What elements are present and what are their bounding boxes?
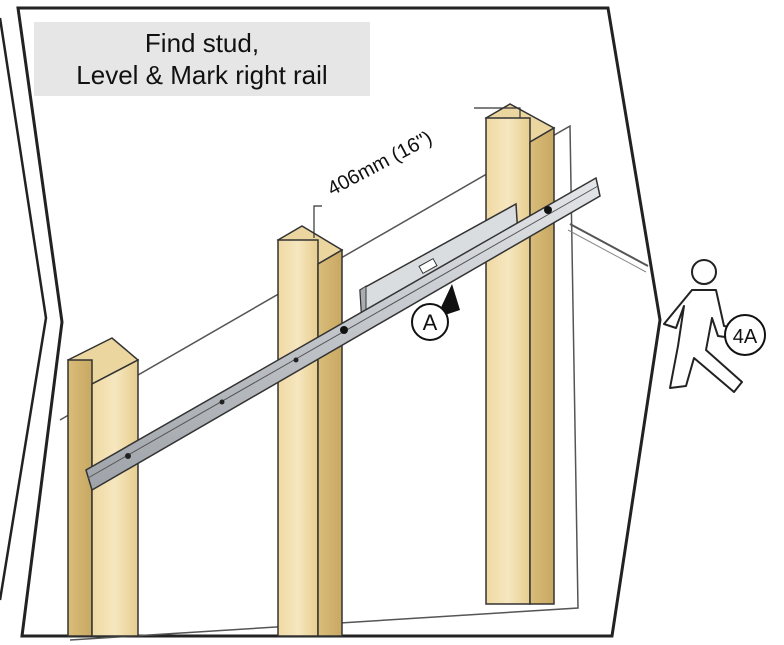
callout-a-label: A [423, 310, 438, 335]
instruction-line-2: Level & Mark right rail [76, 60, 328, 90]
rail-extension-line [569, 223, 649, 267]
mounting-rail [85, 176, 601, 492]
stud-middle [276, 225, 344, 637]
instruction-line-1: Find stud, [144, 28, 260, 58]
stud-right [484, 103, 556, 605]
callout-a-circle [411, 303, 449, 341]
stud-left [66, 337, 140, 637]
left-chevron-line [0, 17, 48, 601]
instruction-banner: Find stud, Level & Mark right rail [34, 22, 370, 96]
dimension-line [313, 107, 521, 238]
callout-4a-label: 4A [733, 326, 758, 348]
callout-4a-circle [724, 314, 766, 356]
